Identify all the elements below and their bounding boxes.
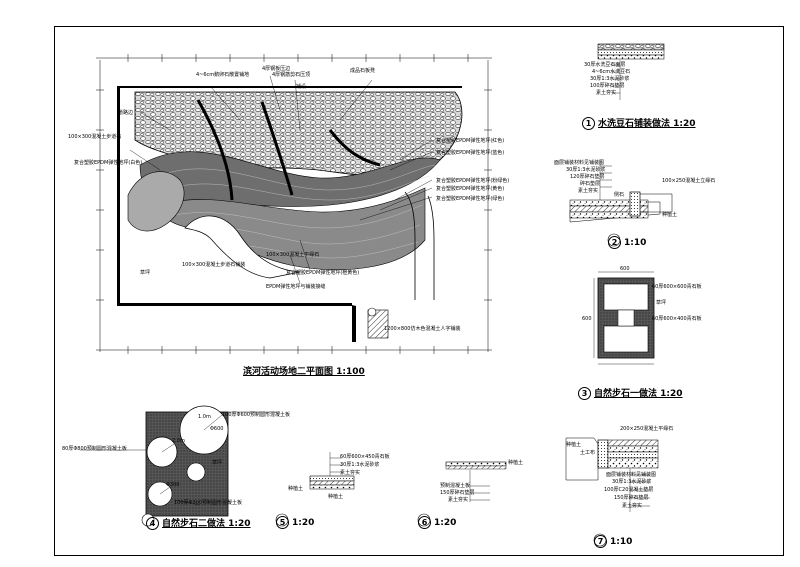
plan-label-road-edge: 道路边 xyxy=(118,110,134,116)
detail-2-note-0: 面层铺装材料见铺装图 xyxy=(554,160,605,166)
detail-4-note-1: 80厚Φ800预制圆形混凝土板 xyxy=(62,446,127,452)
detail-1-note-0: 30厚水洗豆石面层 xyxy=(584,62,626,68)
detail-5-number: 5 xyxy=(276,516,289,529)
plan-label-steel-coping: 4厚钢筋剪石压顶 xyxy=(272,72,311,78)
detail-7-note-5: 100厚C20混凝土垫层 xyxy=(604,487,654,493)
sheet-border xyxy=(54,26,784,556)
detail-6-note-0: 种植土 xyxy=(508,460,524,466)
plan-label-epdm-pink: 复合塑胶EPDM弹性地坪(粉绿色) xyxy=(436,178,510,184)
detail-5-caption: 1:20 xyxy=(292,518,315,528)
detail-3-note-1: 600 xyxy=(582,316,592,322)
plan-label-epdm-blue: 复合塑胶EPDM弹性地坪(蓝色) xyxy=(436,150,505,156)
detail-2-note-6: 100×250混凝土立缘石 xyxy=(662,178,716,184)
detail-7-note-1: 种植土 xyxy=(566,442,582,448)
plan-label-step-paving: 100×300混凝土步道石铺装 xyxy=(182,262,246,268)
detail-2-note-7: 种植土 xyxy=(662,212,678,218)
detail-1-caption: 水洗豆石铺装做法 1:20 xyxy=(598,119,696,129)
detail-7-note-4: 30厚1:3水泥砂浆 xyxy=(612,479,652,485)
detail-7-note-3: 面层铺装材料见铺装图 xyxy=(606,472,657,478)
detail-5-note-1: 30厚1:3水泥砂浆 xyxy=(340,462,380,468)
detail-6-caption: 1:20 xyxy=(434,518,457,528)
detail-3-note-2: 60厚600×600青石板 xyxy=(652,284,702,290)
detail-3-note-4: 60厚600×400青石板 xyxy=(652,316,702,322)
detail-6-note-1: 预制混凝土板 xyxy=(440,483,471,489)
detail-2-note-5: 侧石 xyxy=(614,192,625,198)
detail-5-note-3: 种植土 xyxy=(288,486,304,492)
plan-label-paving: 铺设 xyxy=(296,84,307,90)
detail-4-note-7: Φ300 xyxy=(166,482,180,488)
detail-4-number: 4 xyxy=(146,517,159,530)
detail-7-note-6: 150厚碎石垫层 xyxy=(614,495,649,501)
plan-label-flat-curb: 100×300混凝土平缘石 xyxy=(266,252,320,258)
detail-4-note-2: 100厚Φ300预制圆形混凝土板 xyxy=(174,500,243,506)
detail-7-note-0: 200×250混凝土平缘石 xyxy=(620,426,674,432)
plan-label-lawn: 草坪 xyxy=(140,270,151,276)
plan-label-joint: EPDM弹性地坪与铺装接缝 xyxy=(266,284,326,290)
detail-1-note-4: 素土夯实 xyxy=(596,90,617,96)
detail-3-note-3: 草坪 xyxy=(656,300,667,306)
detail-2-note-2: 120厚碎石垫层 xyxy=(570,174,605,180)
detail-2-note-3: 碎石垫层 xyxy=(580,181,601,187)
detail-4-note-4: 1.0m xyxy=(198,414,211,420)
detail-2-caption: 1:10 xyxy=(624,238,647,248)
plan-label-epdm-yellow: 复合塑胶EPDM弹性地坪(黄色) xyxy=(436,186,505,192)
detail-5-note-4: 种植土 xyxy=(328,494,344,500)
detail-4-note-0: 100厚Φ600预制圆形混凝土板 xyxy=(222,412,291,418)
plan-label-epdm-green: 复合塑胶EPDM弹性地坪(绿色) xyxy=(436,196,505,202)
detail-2-number: 2 xyxy=(608,236,621,249)
plan-title: 滨河活动场地二平面图 1:100 xyxy=(243,367,365,377)
plan-label-pebble: 4~6cm鹅卵石散置铺地 xyxy=(196,72,250,78)
detail-7-caption: 1:10 xyxy=(610,537,633,547)
detail-1-note-3: 100厚碎石垫层 xyxy=(590,83,625,89)
detail-6-note-2: 150厚碎石垫层 xyxy=(440,490,475,496)
detail-2-note-4: 素土夯实 xyxy=(578,188,599,194)
detail-3-number: 3 xyxy=(578,387,591,400)
detail-3-caption: 自然步石一做法 1:20 xyxy=(594,389,683,399)
detail-7-number: 7 xyxy=(594,535,607,548)
plan-label-epdm-red: 复合塑胶EPDM弹性地坪(红色) xyxy=(436,138,505,144)
detail-4-note-6: Φ600 xyxy=(210,426,224,432)
plan-label-bench: 成品石板凳 xyxy=(350,68,376,74)
plan-label-herringbone: 1200×800仿木色混凝土人字铺装 xyxy=(384,326,461,332)
detail-5-note-0: 60厚600×450青石板 xyxy=(340,454,390,460)
detail-1-note-1: 4~6cm水洗豆石 xyxy=(592,69,631,75)
detail-4-note-5: 2.0m xyxy=(172,438,185,444)
detail-6-number: 6 xyxy=(418,516,431,529)
detail-6-note-3: 素土夯实 xyxy=(448,497,469,503)
detail-7-note-2: 土工布 xyxy=(580,450,596,456)
plan-label-epdm-white: 复合塑胶EPDM弹性地坪(白色) xyxy=(74,160,143,166)
detail-1-number: 1 xyxy=(582,117,595,130)
detail-3-note-0: 600 xyxy=(620,266,630,272)
plan-label-epdm-orange: 复合塑胶EPDM弹性地坪(橙黄色) xyxy=(286,270,360,276)
detail-1-note-2: 30厚1:3水泥砂浆 xyxy=(590,76,630,82)
detail-4-note-3: 草坪 xyxy=(212,460,223,466)
plan-label-step-stone: 100×300混凝土步道石 xyxy=(68,134,122,140)
detail-5-note-2: 素土夯实 xyxy=(340,470,361,476)
detail-4-caption: 自然步石二做法 1:20 xyxy=(162,519,251,529)
detail-7-note-7: 素土夯实 xyxy=(622,503,643,509)
detail-2-note-1: 30厚1:3水泥砂浆 xyxy=(566,167,606,173)
plan-label-steel-edge: 4厚钢板压边 xyxy=(262,66,291,72)
